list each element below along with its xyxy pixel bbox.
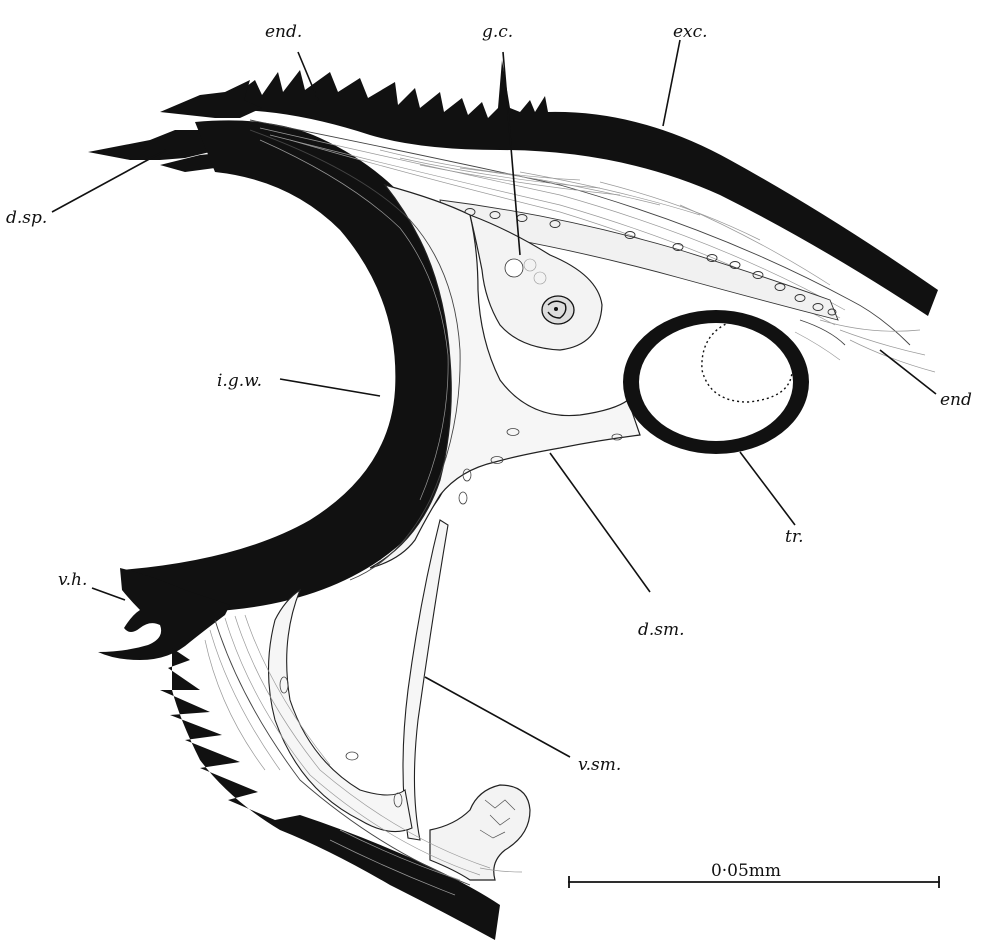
leader-end-right bbox=[880, 350, 936, 394]
label-dsp: d.sp. bbox=[6, 208, 47, 228]
label-gc: g.c. bbox=[482, 22, 513, 42]
label-vh: v.h. bbox=[58, 570, 87, 590]
ventral-fat-body-lobe bbox=[430, 785, 530, 880]
leader-dsm bbox=[550, 453, 650, 592]
label-tr: tr. bbox=[785, 527, 804, 547]
label-dsm: d.sm. bbox=[638, 620, 685, 640]
leader-dsp bbox=[52, 150, 166, 212]
label-exc: exc. bbox=[673, 22, 708, 42]
label-end-right: end bbox=[940, 390, 972, 410]
leader-tr bbox=[740, 452, 795, 525]
scale-bar: 0·05mm bbox=[568, 861, 940, 888]
leader-vh bbox=[92, 588, 125, 600]
label-end-top: end. bbox=[265, 22, 302, 42]
leader-vsm bbox=[425, 677, 570, 757]
label-vsm: v.sm. bbox=[578, 755, 621, 775]
leader-igw bbox=[280, 379, 380, 396]
inner-gut-wall-crescent bbox=[122, 120, 471, 612]
label-igw: i.g.w. bbox=[217, 371, 262, 391]
leader-exc bbox=[663, 40, 680, 126]
scale-bar-label: 0·05mm bbox=[711, 861, 781, 881]
trachea-ring bbox=[623, 310, 845, 454]
ganglion-cell-nucleus bbox=[542, 296, 574, 324]
